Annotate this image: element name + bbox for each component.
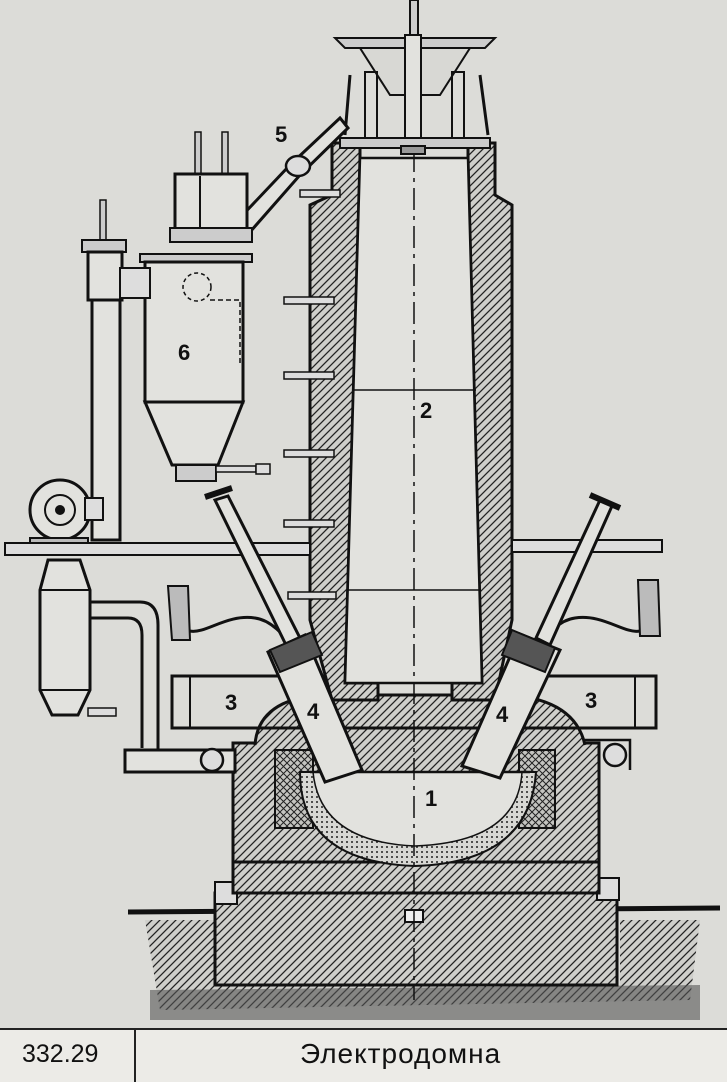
hearth [231,693,601,895]
caption-bar: 332.29 Электродомна [0,1028,727,1082]
charging-apparatus [332,0,498,155]
catalog-code: 332.29 [22,1040,99,1068]
label-right-duct: 3 [585,688,597,713]
foundation [213,877,620,987]
label-right-electrode: 4 [496,702,509,727]
furnace-diagram: 1 2 3 3 4 4 5 6 [4,0,721,1020]
label-gas-pipe: 5 [275,122,287,147]
electrode-left [204,485,365,784]
lower-tank [38,558,632,774]
caption-title: Электродомна [300,1038,502,1069]
label-left-duct: 3 [225,690,237,715]
label-shaft: 2 [420,398,432,423]
shaft [308,141,514,1000]
gas-washer [81,199,151,542]
label-hearth: 1 [425,786,437,811]
caption-divider [134,1030,136,1082]
shaft-ties [283,189,341,600]
dust-catcher [139,131,271,482]
label-dust-catcher: 6 [178,340,190,365]
electrode-right [459,492,622,780]
label-left-electrode: 4 [307,699,320,724]
